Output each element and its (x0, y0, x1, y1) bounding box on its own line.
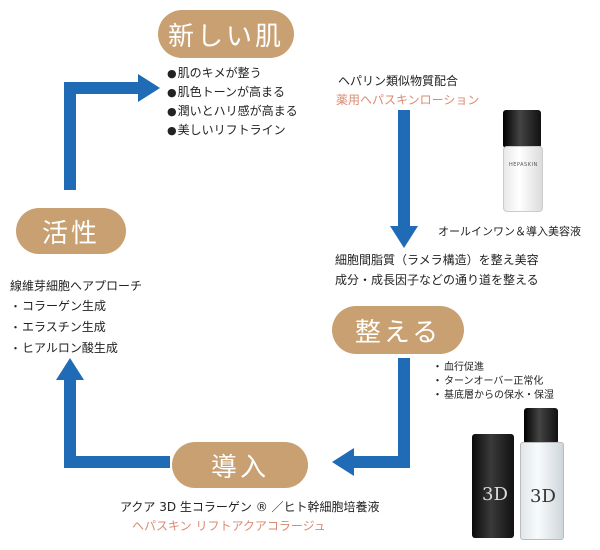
node-introduce: 導入 (172, 442, 308, 488)
node-prepare: 整える (332, 306, 464, 354)
effect-item: 血行促進 (432, 360, 554, 374)
lotion-title: ヘパリン類似物質配合 (338, 74, 459, 88)
arrow-prepare-to-introduce (352, 358, 410, 468)
effect-item: ターンオーバー正常化 (432, 374, 554, 388)
benefit-item: 美しいリフトライン (167, 121, 298, 140)
arrow-introduce-to-activate (64, 378, 170, 468)
node-activate: 活性 (16, 208, 126, 254)
benefit-item: 潤いとハリ感が高まる (167, 102, 298, 121)
activate-item: コラーゲン生成 (10, 296, 142, 317)
node-new-skin: 新しい肌 (158, 10, 294, 58)
prepare-effects: 血行促進 ターンオーバー正常化 基底層からの保水・保湿 (432, 360, 554, 402)
serum-bottles-image: 3D 3D (470, 408, 565, 540)
activate-item: エラスチン生成 (10, 317, 142, 338)
serum-name: ヘパスキン リフトアクアコラージュ (132, 519, 326, 533)
benefit-item: 肌色トーンが高まる (167, 83, 298, 102)
effect-item: 基底層からの保水・保湿 (432, 388, 554, 402)
lotion-name: 薬用ヘパスキンローション (336, 93, 480, 107)
prepare-description: 細胞間脂質（ラメラ構造）を整え美容 成分・成長因子などの通り道を整える (335, 253, 539, 287)
lotion-caption: オールインワン＆導入美容液 (438, 225, 581, 238)
lotion-bottle-image: HEPASKIN (497, 110, 547, 212)
activate-item: ヒアルロン酸生成 (10, 338, 142, 359)
arrow-activate-to-new-skin (64, 82, 140, 190)
benefit-item: 肌のキメが整う (167, 64, 298, 83)
activate-description: 線維芽細胞へアプローチ コラーゲン生成 エラスチン生成 ヒアルロン酸生成 (10, 276, 142, 359)
serum-title: アクア 3D 生コラーゲン ® ／ヒト幹細胞培養液 (120, 500, 380, 514)
new-skin-benefits: 肌のキメが整う 肌色トーンが高まる 潤いとハリ感が高まる 美しいリフトライン (167, 64, 298, 140)
